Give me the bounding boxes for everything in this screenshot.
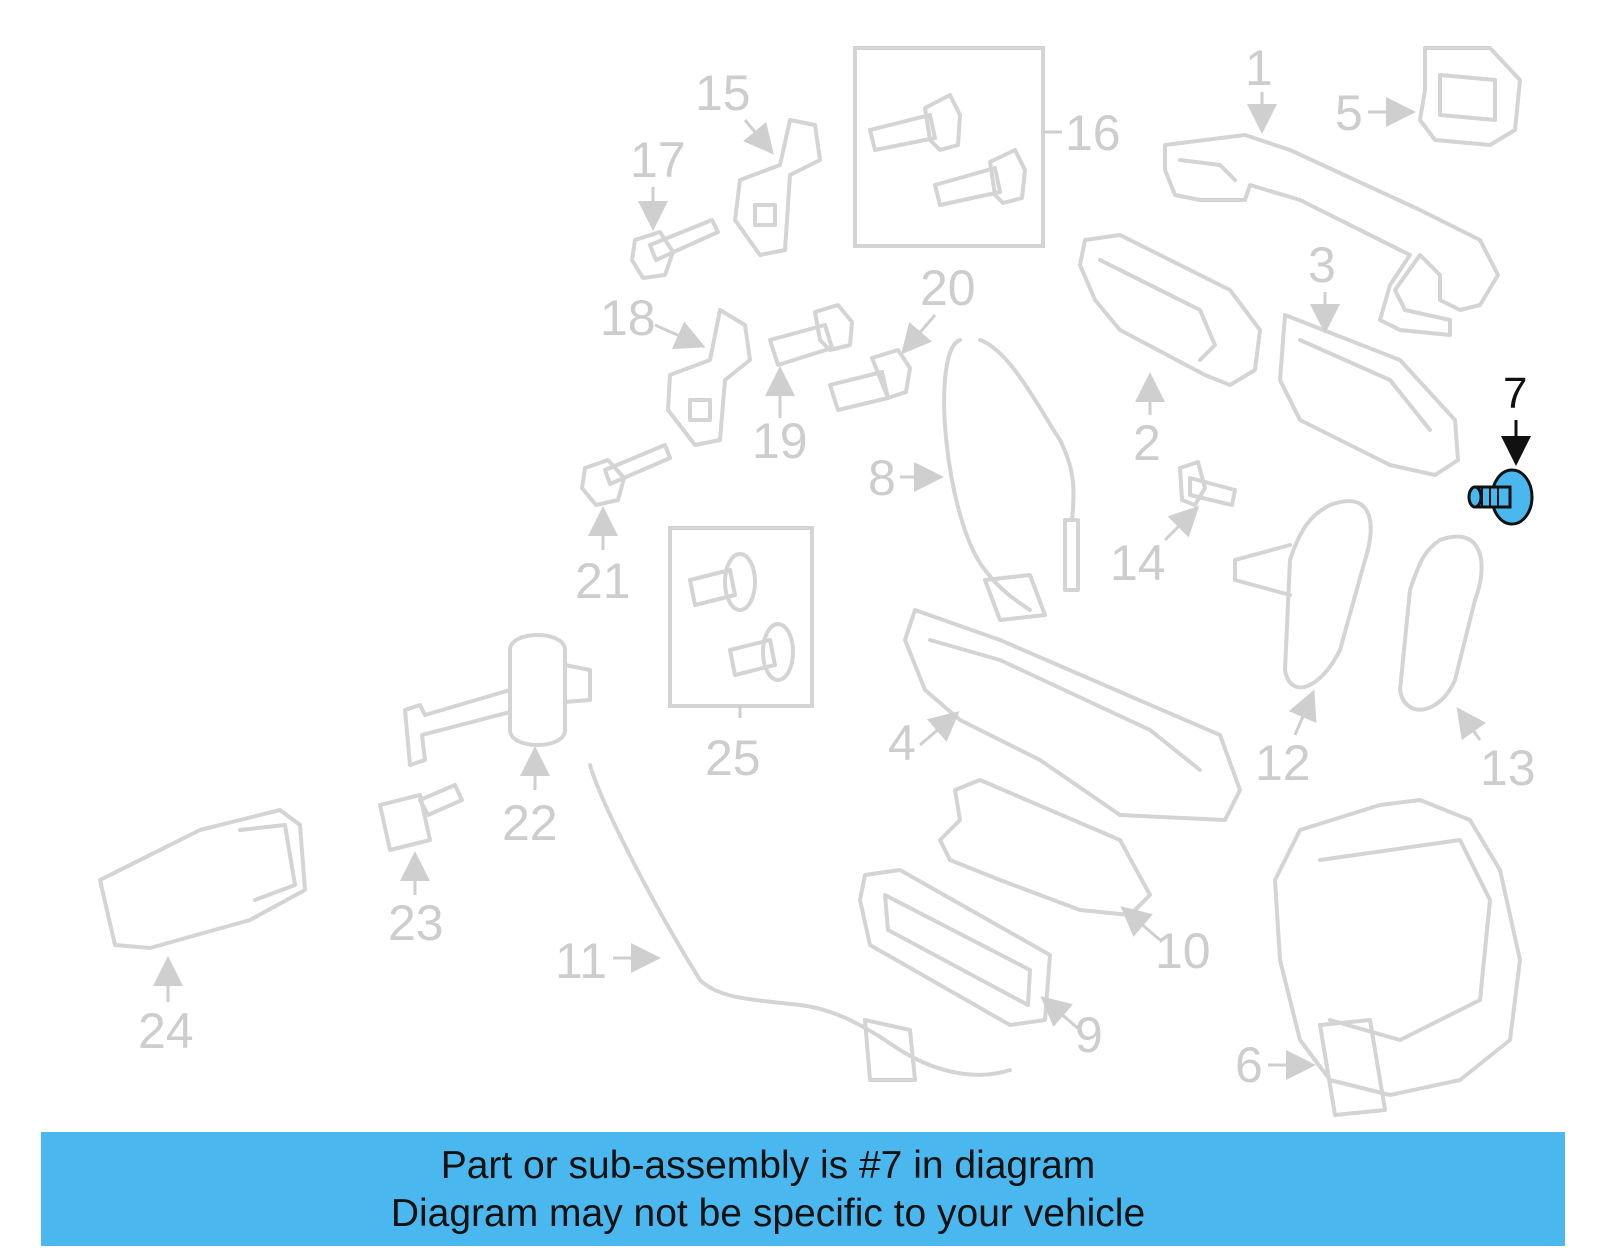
svg-text:21: 21 [575,553,631,609]
svg-text:19: 19 [752,413,808,469]
part-19-bolt [768,303,854,367]
callout-24: 24 [138,956,194,1059]
svg-text:11: 11 [555,933,607,989]
part-3-plate [1278,313,1460,477]
part-15-hinge [733,118,822,257]
svg-text:12: 12 [1255,735,1311,791]
part-22-check-strap [403,633,592,767]
part-16-bolt-kit [853,46,1045,248]
callout-6: 6 [1235,1037,1316,1093]
svg-text:6: 6 [1235,1037,1263,1093]
svg-text:24: 24 [138,1003,194,1059]
info-banner: Part or sub-assembly is #7 in diagram Di… [41,1132,1565,1246]
svg-text:18: 18 [600,290,656,346]
svg-text:20: 20 [920,260,976,316]
svg-text:9: 9 [1075,1007,1103,1063]
svg-text:16: 16 [1065,105,1121,161]
svg-text:23: 23 [388,895,444,951]
part-9-escutcheon [858,868,1052,1027]
callout-17: 17 [630,132,686,231]
callout-11: 11 [555,933,661,989]
part-8-cable [942,338,1080,622]
banner-line-1: Part or sub-assembly is #7 in diagram [440,1144,1096,1187]
callout-8: 8 [868,450,944,506]
part-23-plug [378,783,464,852]
callout-14: 14 [1110,505,1200,591]
part-2-gasket [1078,233,1262,387]
callout-19: 19 [752,366,808,469]
svg-text:25: 25 [705,730,761,786]
part-24-cover [98,808,307,950]
callout-3: 3 [1308,237,1340,334]
callout-12: 12 [1255,689,1317,791]
svg-text:2: 2 [1133,415,1161,471]
callout-1: 1 [1245,40,1277,134]
part-4-frame [903,608,1242,822]
svg-text:10: 10 [1155,923,1211,979]
callout-7: 7 [1501,369,1531,466]
callout-5: 5 [1335,85,1416,141]
callout-21: 21 [575,506,631,609]
svg-text:1: 1 [1245,40,1273,96]
callout-10: 10 [1120,906,1211,979]
svg-text:22: 22 [502,795,558,851]
svg-text:4: 4 [888,715,916,771]
part-10-bezel [938,778,1152,917]
svg-text:8: 8 [868,450,896,506]
callout-15: 15 [695,65,774,155]
svg-text:5: 5 [1335,85,1363,141]
callout-2: 2 [1133,372,1165,471]
callout-23: 23 [388,851,444,951]
svg-text:7: 7 [1503,369,1527,418]
part-11-cable [588,763,1012,1082]
svg-text:14: 14 [1110,535,1166,591]
part-13-seal [1398,534,1484,712]
svg-text:13: 13 [1480,740,1536,796]
callout-16: 16 [1043,105,1121,161]
callout-20: 20 [901,260,976,355]
part-5-bracket [1418,46,1522,147]
part-25-pin-kit [668,526,814,708]
banner-line-2: Diagram may not be specific to your vehi… [390,1192,1146,1235]
part-7-bolt [1467,468,1534,526]
part-21-bolt [580,443,672,507]
part-6-latch-assembly [1273,798,1522,1117]
svg-text:15: 15 [695,65,751,121]
part-20-bolt [828,348,912,412]
svg-text:3: 3 [1308,237,1336,293]
callout-22: 22 [502,746,558,851]
callout-9: 9 [1040,996,1103,1063]
svg-text:17: 17 [630,132,686,188]
callout-25: 25 [705,706,761,786]
callout-18: 18 [600,290,706,349]
callout-13: 13 [1456,707,1536,796]
part-1-handle [1163,133,1500,337]
part-18-hinge [666,308,752,447]
part-17-bolt [630,218,720,280]
callout-4: 4 [888,711,960,771]
part-12-seal [1233,499,1373,690]
part-14-pin [1178,460,1237,507]
